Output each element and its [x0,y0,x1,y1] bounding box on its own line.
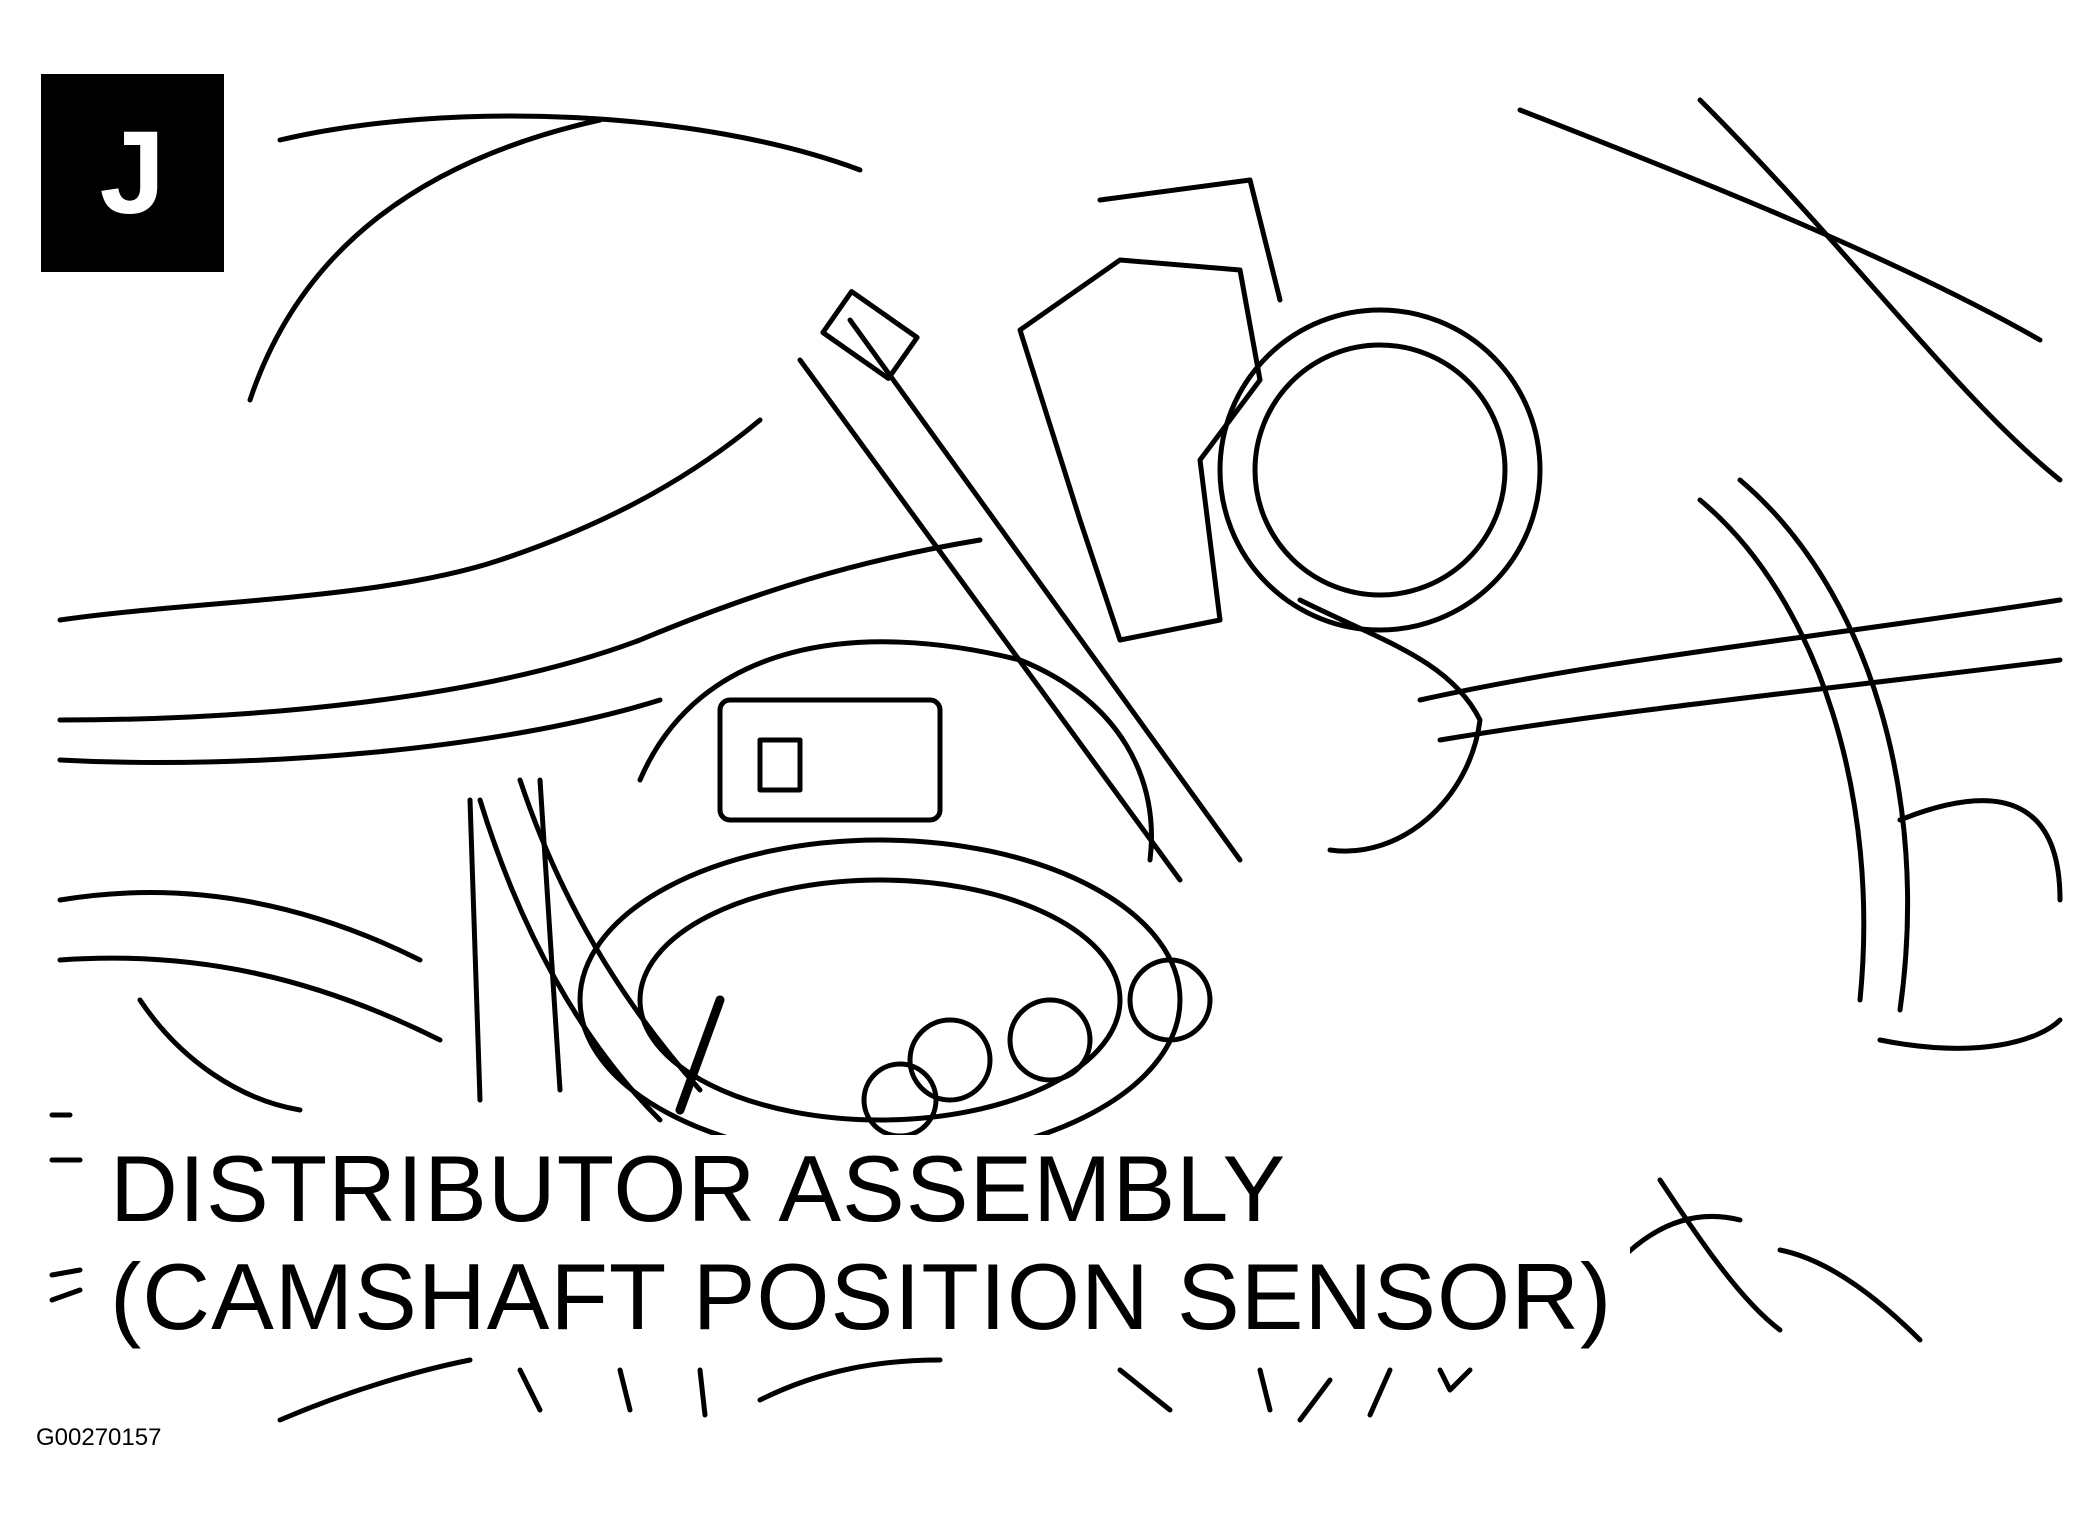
lower-hose-left [57,890,423,963]
bottom-stroke-5 [757,1357,943,1403]
figure-caption: DISTRIBUTOR ASSEMBLY (CAMSHAFT POSITION … [110,1135,1630,1355]
left-hose-lower [57,537,983,723]
right-bottom-arc [1897,798,2063,903]
left-outline [57,417,763,623]
throttle-body-ring-outer [1217,307,1543,633]
bottom-stroke-10 [1437,1367,1473,1393]
upper-curve [277,113,863,173]
distributor-cap-inner [637,877,1123,1123]
right-bottom-strokes [1657,1177,1783,1333]
right-top-curve-2 [1697,97,2063,483]
right-bottom-arc-2 [1877,1017,2063,1051]
wire-tower-1 [907,1017,993,1103]
figure-id: G00270157 [36,1424,162,1451]
bottom-stroke-2 [517,1367,543,1413]
caption-line-1: DISTRIBUTOR ASSEMBLY [110,1136,1287,1241]
wire-tower-3 [1127,957,1213,1043]
bottom-stroke-8 [1297,1377,1333,1423]
panel-badge: J [41,74,224,272]
bottom-stroke-7 [1257,1367,1273,1413]
caption-line-2: (CAMSHAFT POSITION SENSOR) [110,1244,1613,1349]
bottom-stroke-4 [697,1367,708,1418]
left-vertical-hose-a [467,797,483,1103]
caption-dash-4 [49,1287,83,1303]
lower-hose-left-2 [57,955,443,1043]
wire-tower-2 [1007,997,1093,1083]
intake-block-detail [1097,177,1283,303]
main-diagonal-pipe-a [847,317,1243,863]
right-top-curve [1517,107,2043,343]
distributor-housing [637,639,1154,863]
throttle-lower [1297,597,1483,854]
right-harness-b [1737,477,1911,1013]
bottom-stroke-1 [277,1357,473,1423]
right-lower-hose [1417,597,2063,703]
bottom-stroke-3 [617,1367,633,1413]
right-bottom-strokes-3 [1617,1213,1743,1263]
connector-latch [757,737,803,793]
wire-tower-4 [861,1061,939,1139]
caption-dash-3 [49,1267,83,1278]
right-harness-a [1697,497,1867,1003]
main-diagonal-pipe-b [797,357,1183,883]
right-bottom-strokes-2 [1777,1247,1923,1343]
center-hose-a [517,777,703,1093]
panel-badge-letter: J [99,107,166,239]
lower-left-arc [137,997,303,1113]
bottom-stroke-6 [1117,1367,1173,1413]
left-hose-lower-b [57,697,663,765]
center-hose-b [477,797,663,1123]
top-left-hose [247,117,603,403]
leader-line [675,995,725,1115]
intake-block [1017,257,1263,643]
bottom-stroke-9 [1367,1367,1393,1418]
throttle-body-ring-inner [1252,342,1508,598]
left-vertical-hose-b [537,777,563,1093]
sensor-connector [717,697,943,823]
pipe-clamp [820,289,920,381]
distributor-cap-outer [577,837,1183,1163]
right-lower-hose-2 [1437,657,2063,743]
